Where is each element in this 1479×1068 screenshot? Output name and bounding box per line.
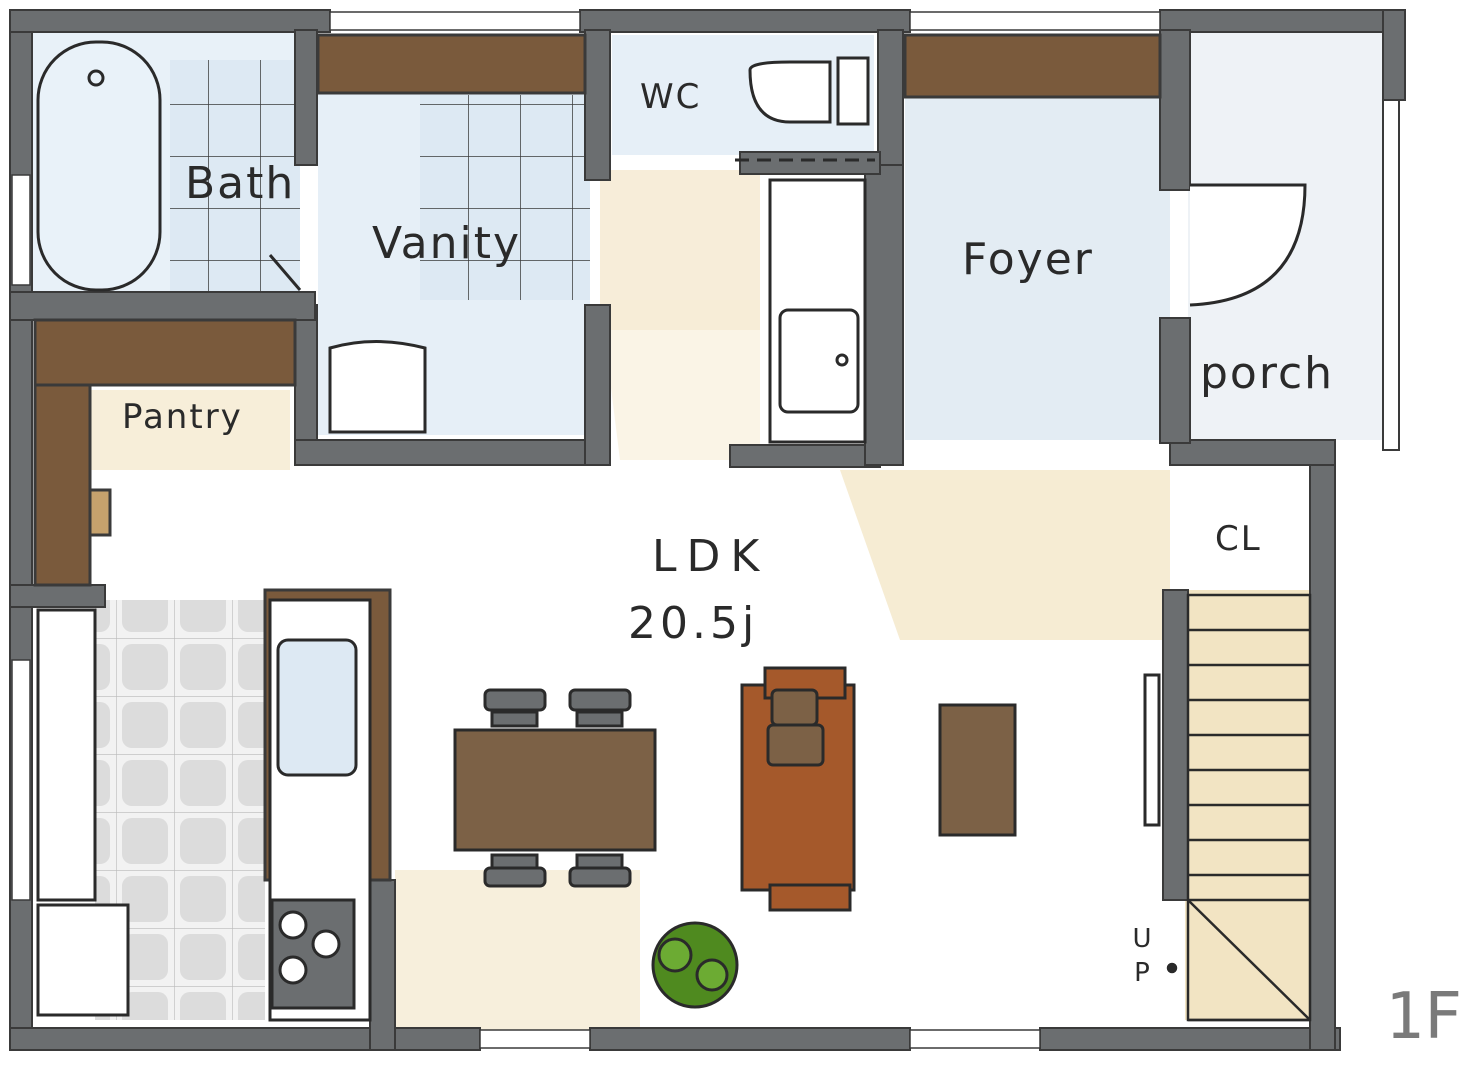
label-stairs-up: UP [1132, 924, 1152, 988]
label-ldk-area: 20.5j [628, 598, 759, 649]
furniture [453, 666, 1017, 1009]
label-pantry: Pantry [122, 397, 243, 437]
label-porch: porch [1200, 348, 1335, 399]
label-bath: Bath [185, 158, 296, 209]
windows [11, 11, 1161, 1049]
fixtures [33, 33, 1312, 1022]
label-wc: WC [640, 77, 702, 117]
label-ldk: LDK [652, 531, 770, 582]
label-vanity: Vanity [372, 218, 522, 269]
label-foyer: Foyer [962, 234, 1094, 285]
stairs [1166, 593, 1312, 1022]
label-closet: CL [1215, 519, 1262, 559]
floor-number-label: 1F [1385, 980, 1463, 1054]
